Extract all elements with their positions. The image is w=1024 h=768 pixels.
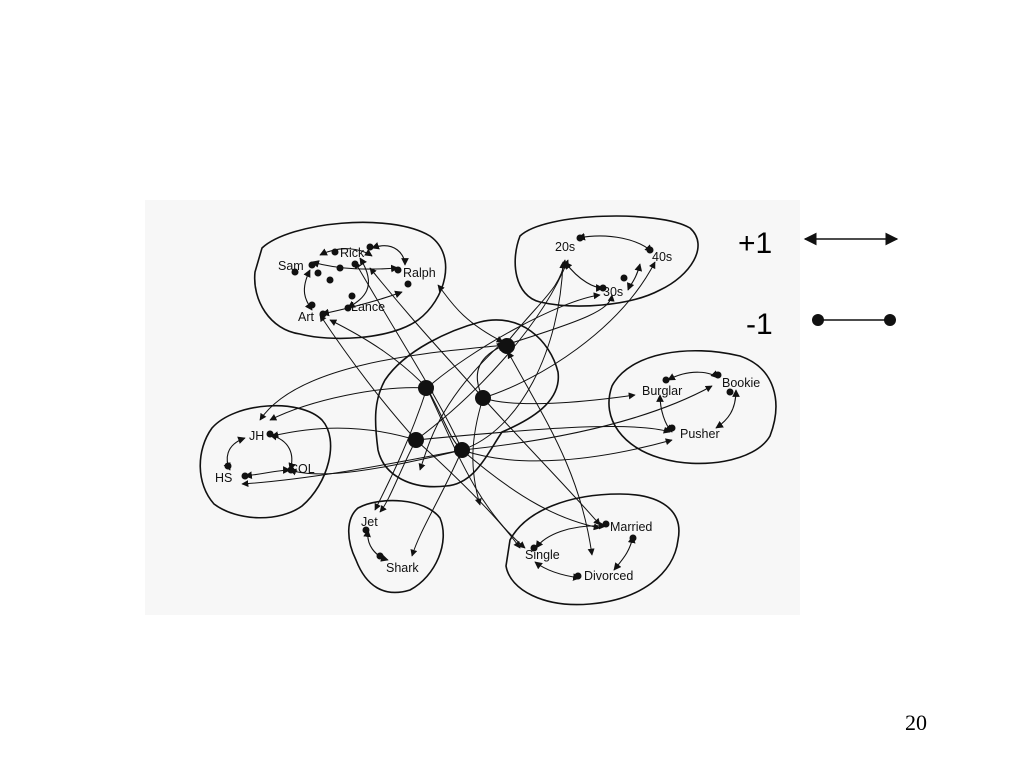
unit-label-shark: Shark xyxy=(386,561,419,575)
unit-label-jh: JH xyxy=(249,429,264,443)
figure-background xyxy=(145,200,800,615)
unit-label-rick: Rick xyxy=(340,246,365,260)
unit-label-col: COL xyxy=(289,462,315,476)
unit-label-bookie: Bookie xyxy=(722,376,760,390)
unit-label-ralph: Ralph xyxy=(403,266,436,280)
unit-label-married: Married xyxy=(610,520,652,534)
unit-label-divorced: Divorced xyxy=(584,569,633,583)
instance-unit xyxy=(418,380,434,396)
unit-label-20s: 20s xyxy=(555,240,575,254)
unit-label-pusher: Pusher xyxy=(680,427,720,441)
inhibitory-label: -1 xyxy=(746,308,773,341)
legend xyxy=(803,232,899,326)
unit-label-hs: HS xyxy=(215,471,232,485)
page-number: 20 xyxy=(905,710,927,735)
unit-label-30s: 30s xyxy=(603,285,623,299)
unit-label-lance: Lance xyxy=(351,300,385,314)
instance-unit xyxy=(408,432,424,448)
instance-unit xyxy=(475,390,491,406)
unit-label-40s: 40s xyxy=(652,250,672,264)
instance-unit xyxy=(454,442,470,458)
excitatory-label: +1 xyxy=(738,227,773,260)
unit-label-single: Single xyxy=(525,548,560,562)
unit-label-sam: Sam xyxy=(278,259,304,273)
instance-unit xyxy=(499,338,515,354)
unit-label-burglar: Burglar xyxy=(642,384,682,398)
instance-units xyxy=(408,338,515,458)
unit-label-jet: Jet xyxy=(361,515,378,529)
unit-label-art: Art xyxy=(298,310,315,324)
inhibitory-connection-icon xyxy=(812,314,896,326)
